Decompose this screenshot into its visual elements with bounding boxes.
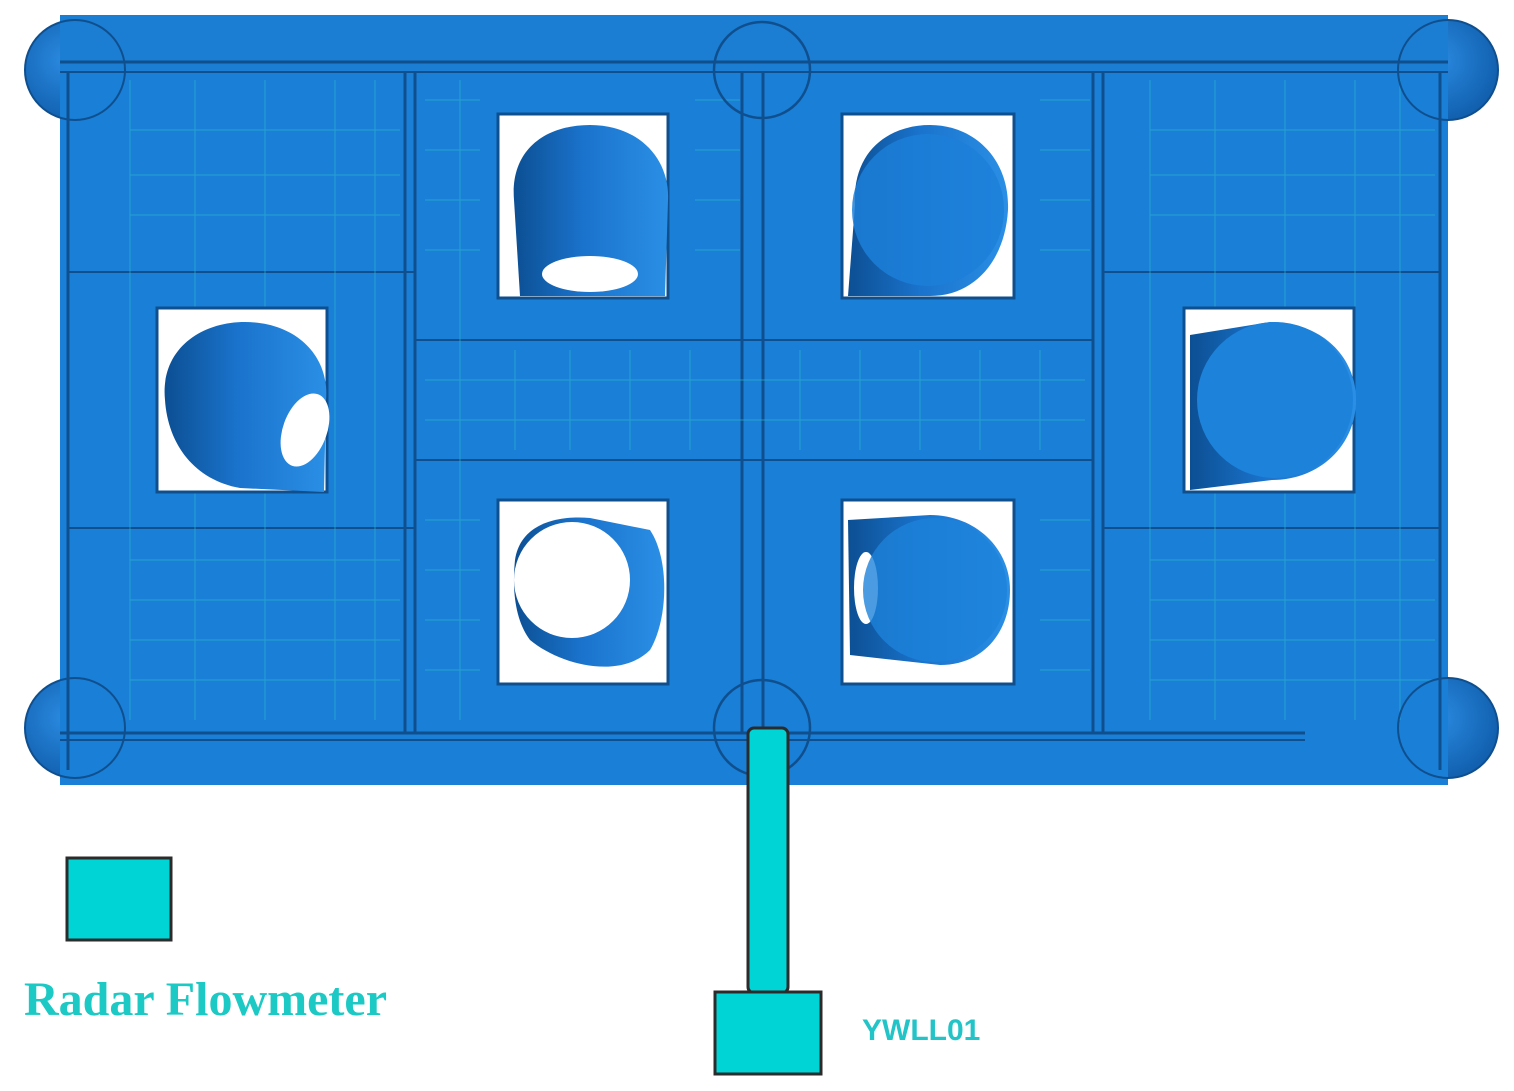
legend-swatch [65,856,173,942]
vertical-dividers [66,72,1442,770]
flowmeter-stem [746,726,790,995]
post-outline-top-left [24,19,126,121]
post-outline-top-mid [712,20,812,120]
openings [155,112,1356,686]
post-outline-bottom-right [1397,677,1499,779]
pipe-3-bore [280,393,330,467]
pipe-6-cap [863,518,1007,662]
opening-4 [1182,306,1356,494]
pipe-1 [513,125,669,296]
opening-3 [155,306,330,494]
legend-label: Radar Flowmeter [24,973,387,1026]
horizontal-dividers [68,271,1440,529]
device-id-label: YWLL01 [862,1014,981,1047]
pipe-5-bore [514,522,630,638]
post-outline-bottom-left [24,677,126,779]
flowmeter-device [713,726,823,1076]
opening-6 [840,498,1016,686]
pipe-2-cap [852,134,1004,286]
pipe-4-cap [1197,322,1353,478]
opening-5 [496,498,670,686]
post-outline-top-right [1397,19,1499,121]
opening-2 [840,112,1016,300]
pipe-1-bore [542,256,638,292]
opening-1 [496,112,670,300]
flowmeter-sensor-box [713,990,823,1076]
